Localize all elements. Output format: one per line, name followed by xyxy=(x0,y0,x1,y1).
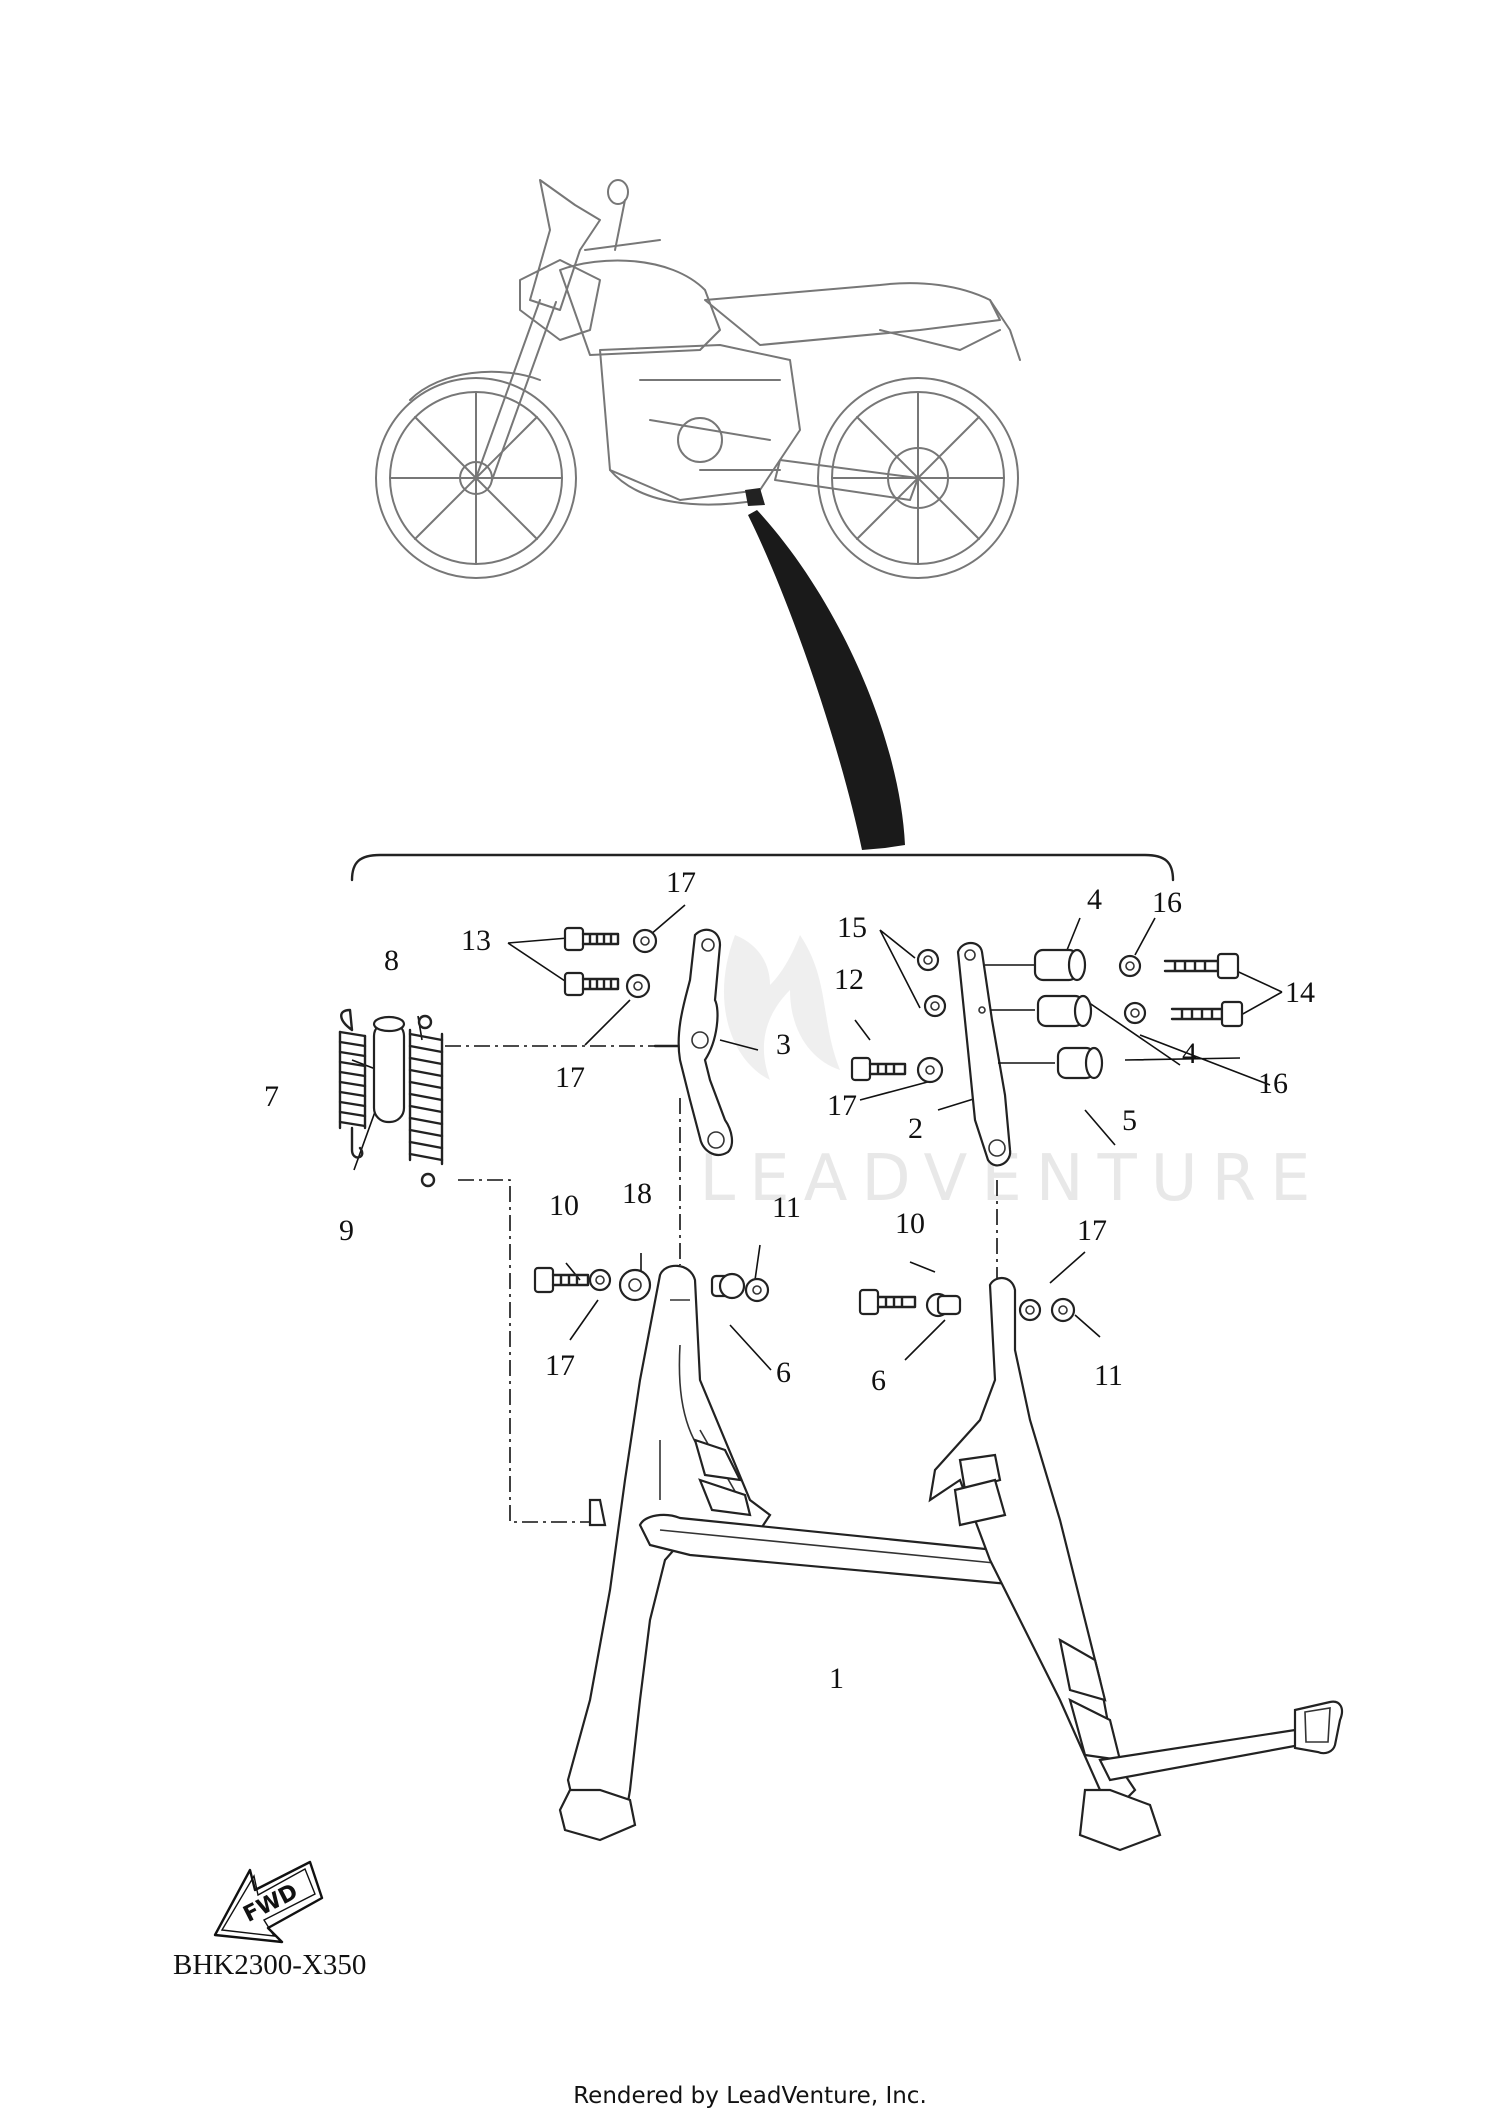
bracket-3 xyxy=(653,928,734,1156)
assembly-lines xyxy=(445,1045,998,1523)
spacer-4-lower xyxy=(1036,994,1093,1028)
nut-15-lower xyxy=(923,994,947,1018)
callout-13: 13 xyxy=(461,924,491,957)
collar-5 xyxy=(1056,1046,1104,1080)
washer-17-a xyxy=(632,928,658,954)
bolt-14-lower xyxy=(1170,1000,1244,1028)
callout-4-upper: 4 xyxy=(1087,883,1102,916)
bolt-12 xyxy=(850,1056,907,1082)
collar-6-right xyxy=(925,1292,962,1318)
washer-17-b xyxy=(625,973,651,999)
callout-6-left: 6 xyxy=(776,1356,791,1389)
group-bracket xyxy=(350,853,1175,882)
bolt-10-left xyxy=(533,1266,590,1294)
callout-12: 12 xyxy=(834,963,864,996)
callout-4-lower: 4 xyxy=(1182,1037,1197,1070)
nut-11-right xyxy=(1050,1297,1076,1323)
washer-16-upper xyxy=(1118,954,1142,978)
callout-11-right: 11 xyxy=(1094,1359,1123,1392)
washer-18 xyxy=(618,1268,652,1302)
callout-9: 9 xyxy=(339,1214,354,1247)
callout-10-right: 10 xyxy=(895,1207,925,1240)
diagram-code: BHK2300-X350 xyxy=(173,1949,366,1981)
callout-16-upper: 16 xyxy=(1152,886,1182,919)
callout-6-right: 6 xyxy=(871,1364,886,1397)
callout-16-lower: 16 xyxy=(1258,1067,1288,1100)
spring-7 xyxy=(338,1008,367,1159)
washer-17-c xyxy=(916,1056,944,1084)
washer-17-d xyxy=(588,1268,612,1292)
washer-16-lower xyxy=(1123,1001,1147,1025)
callout-17-top: 17 xyxy=(666,866,696,899)
callout-14: 14 xyxy=(1285,976,1315,1009)
callout-17-left-stand: 17 xyxy=(545,1349,575,1382)
spacer-4-upper xyxy=(1033,948,1087,982)
callout-8: 8 xyxy=(384,944,399,977)
callout-18: 18 xyxy=(622,1177,652,1210)
washer-17-e xyxy=(1018,1298,1042,1322)
callouts: 1 2 3 4 4 5 6 6 7 8 9 10 10 11 11 12 13 … xyxy=(264,866,1315,1695)
callout-10-left: 10 xyxy=(549,1189,579,1222)
callout-2: 2 xyxy=(908,1112,923,1145)
fwd-arrow-icon: FWD xyxy=(213,1860,324,1944)
footer-credit: Rendered by LeadVenture, Inc. xyxy=(573,2083,927,2109)
collar-9 xyxy=(372,1015,406,1124)
leader-lines xyxy=(351,904,1283,1371)
bolt-13-lower xyxy=(563,971,620,997)
nut-15-upper xyxy=(916,948,940,972)
nut-11-left xyxy=(744,1277,770,1303)
motorcycle-overview-icon xyxy=(375,179,1021,579)
bolt-13-upper xyxy=(563,926,620,952)
collar-6-left xyxy=(710,1272,746,1300)
callout-15: 15 xyxy=(837,911,867,944)
bolt-14-upper xyxy=(1163,952,1240,980)
plate-2 xyxy=(956,941,1055,1167)
spring-8 xyxy=(408,1014,444,1188)
main-stand-1 xyxy=(558,1264,1344,1852)
callout-17-mid: 17 xyxy=(555,1061,585,1094)
callout-17-plate: 17 xyxy=(827,1089,857,1122)
callout-5: 5 xyxy=(1122,1104,1137,1137)
callout-11-left: 11 xyxy=(772,1191,801,1224)
zoom-pointer xyxy=(748,510,905,850)
callout-3: 3 xyxy=(776,1028,791,1061)
callout-1: 1 xyxy=(829,1662,844,1695)
callout-7: 7 xyxy=(264,1080,279,1113)
bolt-10-right xyxy=(858,1288,917,1316)
callout-17-right-stand: 17 xyxy=(1077,1214,1107,1247)
